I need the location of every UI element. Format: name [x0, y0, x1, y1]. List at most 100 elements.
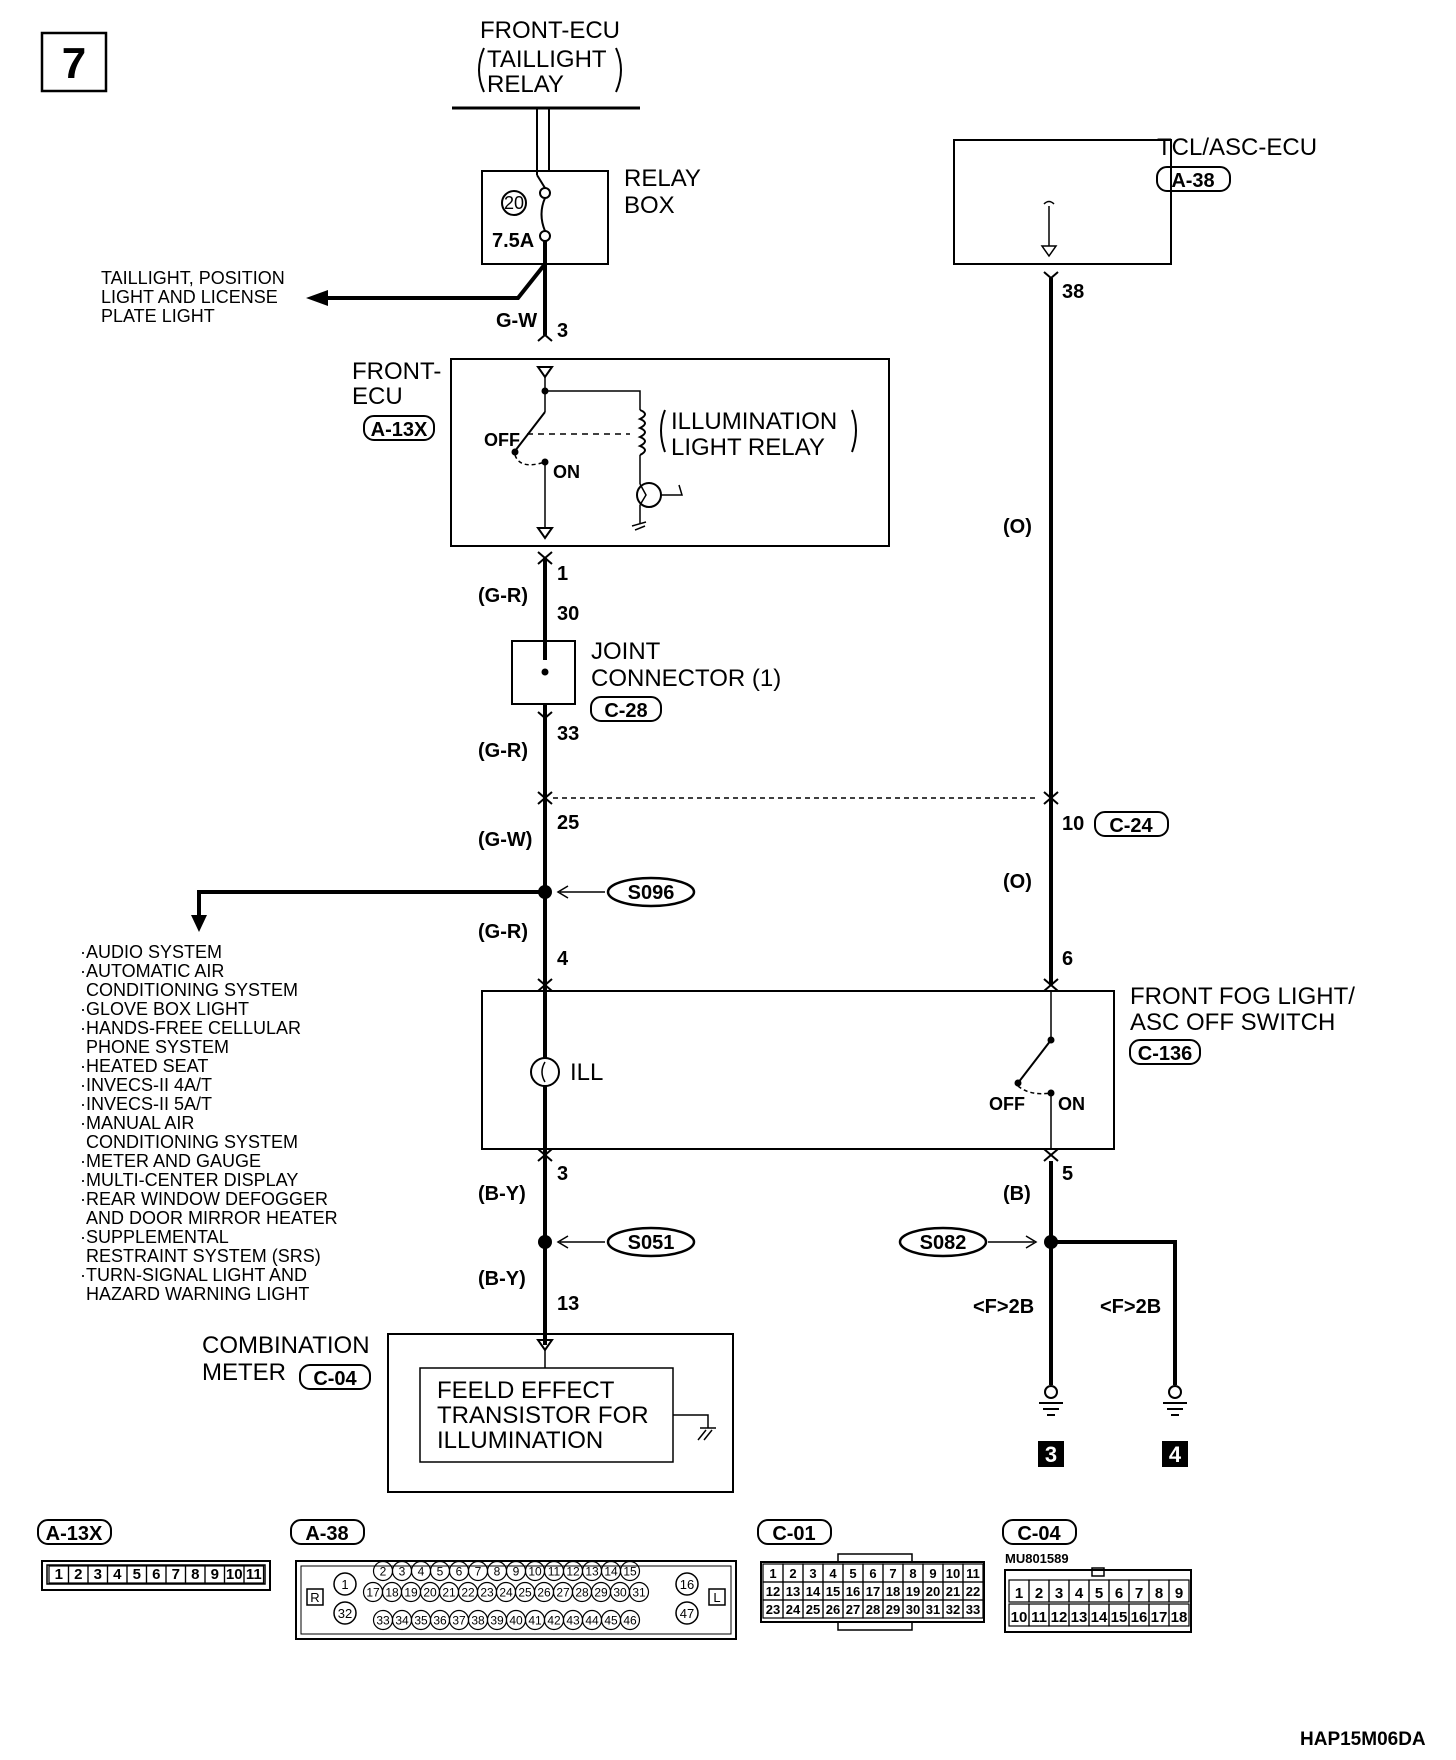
relay-box: 20 7.5A RELAY BOX: [481, 165, 701, 265]
svg-text:ON: ON: [1058, 1094, 1085, 1114]
c01-pin-label: 25: [806, 1602, 820, 1617]
fuse-rating: 7.5A: [492, 230, 534, 252]
a38-pin-label: 42: [547, 1614, 561, 1628]
svg-text:CONDITIONING SYSTEM: CONDITIONING SYSTEM: [86, 1132, 298, 1152]
connector-c28-ref: C-28: [604, 700, 647, 722]
c01-pin-label: 11: [966, 1566, 980, 1581]
svg-text:ILL: ILL: [570, 1059, 603, 1086]
svg-text:·GLOVE BOX LIGHT: ·GLOVE BOX LIGHT: [80, 999, 249, 1019]
c04-pin-label: 18: [1171, 1609, 1188, 1626]
front-ecu-taillight-relay: FRONT-ECU TAILLIGHT RELAY: [452, 17, 640, 110]
c01-pin-label: 15: [826, 1584, 840, 1599]
c04-pin-label: 12: [1051, 1609, 1068, 1626]
a38-pin-label: 3: [399, 1565, 406, 1579]
splice-s082: S082: [920, 1232, 967, 1254]
c04-pin-label: 7: [1135, 1585, 1143, 1602]
c01-pin-label: 30: [906, 1602, 920, 1617]
a38-pin-label: 36: [433, 1614, 447, 1628]
a38-pin-label: 15: [623, 1565, 637, 1579]
a38-pin-label: 5: [437, 1565, 444, 1579]
a13x-pin-label: 9: [211, 1566, 219, 1583]
a13x-pin-label: 1: [55, 1566, 63, 1583]
c01-pin-label: 4: [829, 1566, 837, 1581]
svg-text:MU801589: MU801589: [1005, 1551, 1069, 1566]
a13x-pin-label: 4: [113, 1566, 122, 1583]
c01-pin-label: 13: [786, 1584, 800, 1599]
c04-pin-label: 4: [1075, 1585, 1084, 1602]
joint-connector: JOINT CONNECTOR (1) C-28: [511, 638, 781, 722]
svg-text:3: 3: [1045, 1442, 1057, 1467]
svg-text:FRONT-: FRONT-: [352, 358, 441, 385]
c04-pin-label: 15: [1111, 1609, 1128, 1626]
a38-pin-label: 39: [490, 1614, 504, 1628]
page-number: 7: [62, 39, 86, 88]
svg-text:·AUDIO SYSTEM: ·AUDIO SYSTEM: [80, 942, 222, 962]
svg-text:4: 4: [557, 948, 569, 970]
c04-pin-cell: [1168, 1603, 1190, 1627]
svg-text:COMBINATION: COMBINATION: [202, 1332, 370, 1359]
a38-pin-label: 41: [528, 1614, 542, 1628]
c04-pin-label: 6: [1115, 1585, 1123, 1602]
splice-s096: S096: [628, 882, 675, 904]
doc-code: HAP15M06DA: [1300, 1729, 1426, 1750]
svg-text:ILLUMINATION: ILLUMINATION: [437, 1427, 603, 1454]
svg-text:TCL/ASC-ECU: TCL/ASC-ECU: [1157, 134, 1317, 161]
c01-pin-label: 1: [769, 1566, 776, 1581]
svg-text:ILLUMINATION: ILLUMINATION: [671, 408, 837, 435]
a38-pin-cell: [619, 1560, 641, 1582]
svg-text:TAILLIGHT: TAILLIGHT: [487, 46, 607, 73]
c01-pin-label: 23: [766, 1602, 780, 1617]
a13x-pin-label: 5: [133, 1566, 141, 1583]
svg-text:38: 38: [1062, 281, 1084, 303]
taillight-branch-label: TAILLIGHT, POSITION LIGHT AND LICENSE PL…: [101, 268, 285, 326]
a38-pin-label: 28: [575, 1586, 589, 1600]
a38-pin-label: 4: [418, 1565, 425, 1579]
connector-a38-ref: A-38: [1171, 170, 1214, 192]
a38-pin-label: 9: [513, 1565, 520, 1579]
c01-pin-label: 26: [826, 1602, 840, 1617]
a38-pin-label: 11: [548, 1565, 561, 1579]
a13x-pin-label: 11: [246, 1566, 262, 1583]
svg-text:·MULTI-CENTER DISPLAY: ·MULTI-CENTER DISPLAY: [80, 1170, 298, 1190]
svg-text:32: 32: [338, 1606, 352, 1621]
c04-pin-label: 14: [1091, 1609, 1108, 1626]
c01-pin-label: 12: [766, 1584, 780, 1599]
svg-text:(B): (B): [1003, 1183, 1031, 1205]
c01-pin-label: 20: [926, 1584, 940, 1599]
svg-text:·TURN-SIGNAL LIGHT AND: ·TURN-SIGNAL LIGHT AND: [80, 1265, 307, 1285]
combination-meter: FEELD EFFECT TRANSISTOR FOR ILLUMINATION…: [202, 1332, 734, 1493]
c01-pin-label: 19: [906, 1584, 920, 1599]
a38-pin-label: 20: [423, 1586, 437, 1600]
a38-pin-label: 24: [499, 1586, 513, 1600]
svg-text:5: 5: [1062, 1163, 1073, 1185]
c04-pin-label: 1: [1015, 1585, 1023, 1602]
svg-text:CONDITIONING SYSTEM: CONDITIONING SYSTEM: [86, 980, 298, 1000]
svg-text:ECU: ECU: [352, 383, 403, 410]
svg-text:TAILLIGHT, POSITION: TAILLIGHT, POSITION: [101, 268, 285, 288]
c04-pin-label: 3: [1055, 1585, 1063, 1602]
svg-text:C-01: C-01: [772, 1523, 815, 1545]
a13x-pin-cell: [243, 1565, 265, 1584]
c01-pin-label: 9: [929, 1566, 936, 1581]
a38-pin-label: 29: [594, 1586, 608, 1600]
svg-text:·INVECS-II 5A/T: ·INVECS-II 5A/T: [80, 1094, 212, 1114]
svg-text:A-13X: A-13X: [46, 1523, 103, 1545]
wire-color-gw: G-W: [496, 310, 537, 332]
a13x-pin-label: 6: [152, 1566, 160, 1583]
c01-pin-label: 6: [869, 1566, 876, 1581]
a13x-pin-label: 3: [94, 1566, 102, 1583]
svg-text:FRONT FOG LIGHT/: FRONT FOG LIGHT/: [1130, 983, 1355, 1010]
c01-pin-label: 5: [849, 1566, 856, 1581]
c01-pin-label: 33: [966, 1602, 980, 1617]
front-ecu-module: FRONT- ECU A-13X OFF ON ILLUMINATION LIG…: [352, 358, 890, 547]
svg-text:(G-R): (G-R): [478, 921, 528, 943]
c01-pin-label: 7: [889, 1566, 896, 1581]
svg-text:RELAY: RELAY: [487, 71, 564, 98]
svg-text:(B-Y): (B-Y): [478, 1183, 526, 1205]
a38-pin-label: 43: [566, 1614, 580, 1628]
svg-text:A-38: A-38: [305, 1523, 348, 1545]
c04-pin-label: 8: [1155, 1585, 1163, 1602]
a38-pin-label: 8: [494, 1565, 501, 1579]
a38-pin-label: 17: [366, 1586, 380, 1600]
